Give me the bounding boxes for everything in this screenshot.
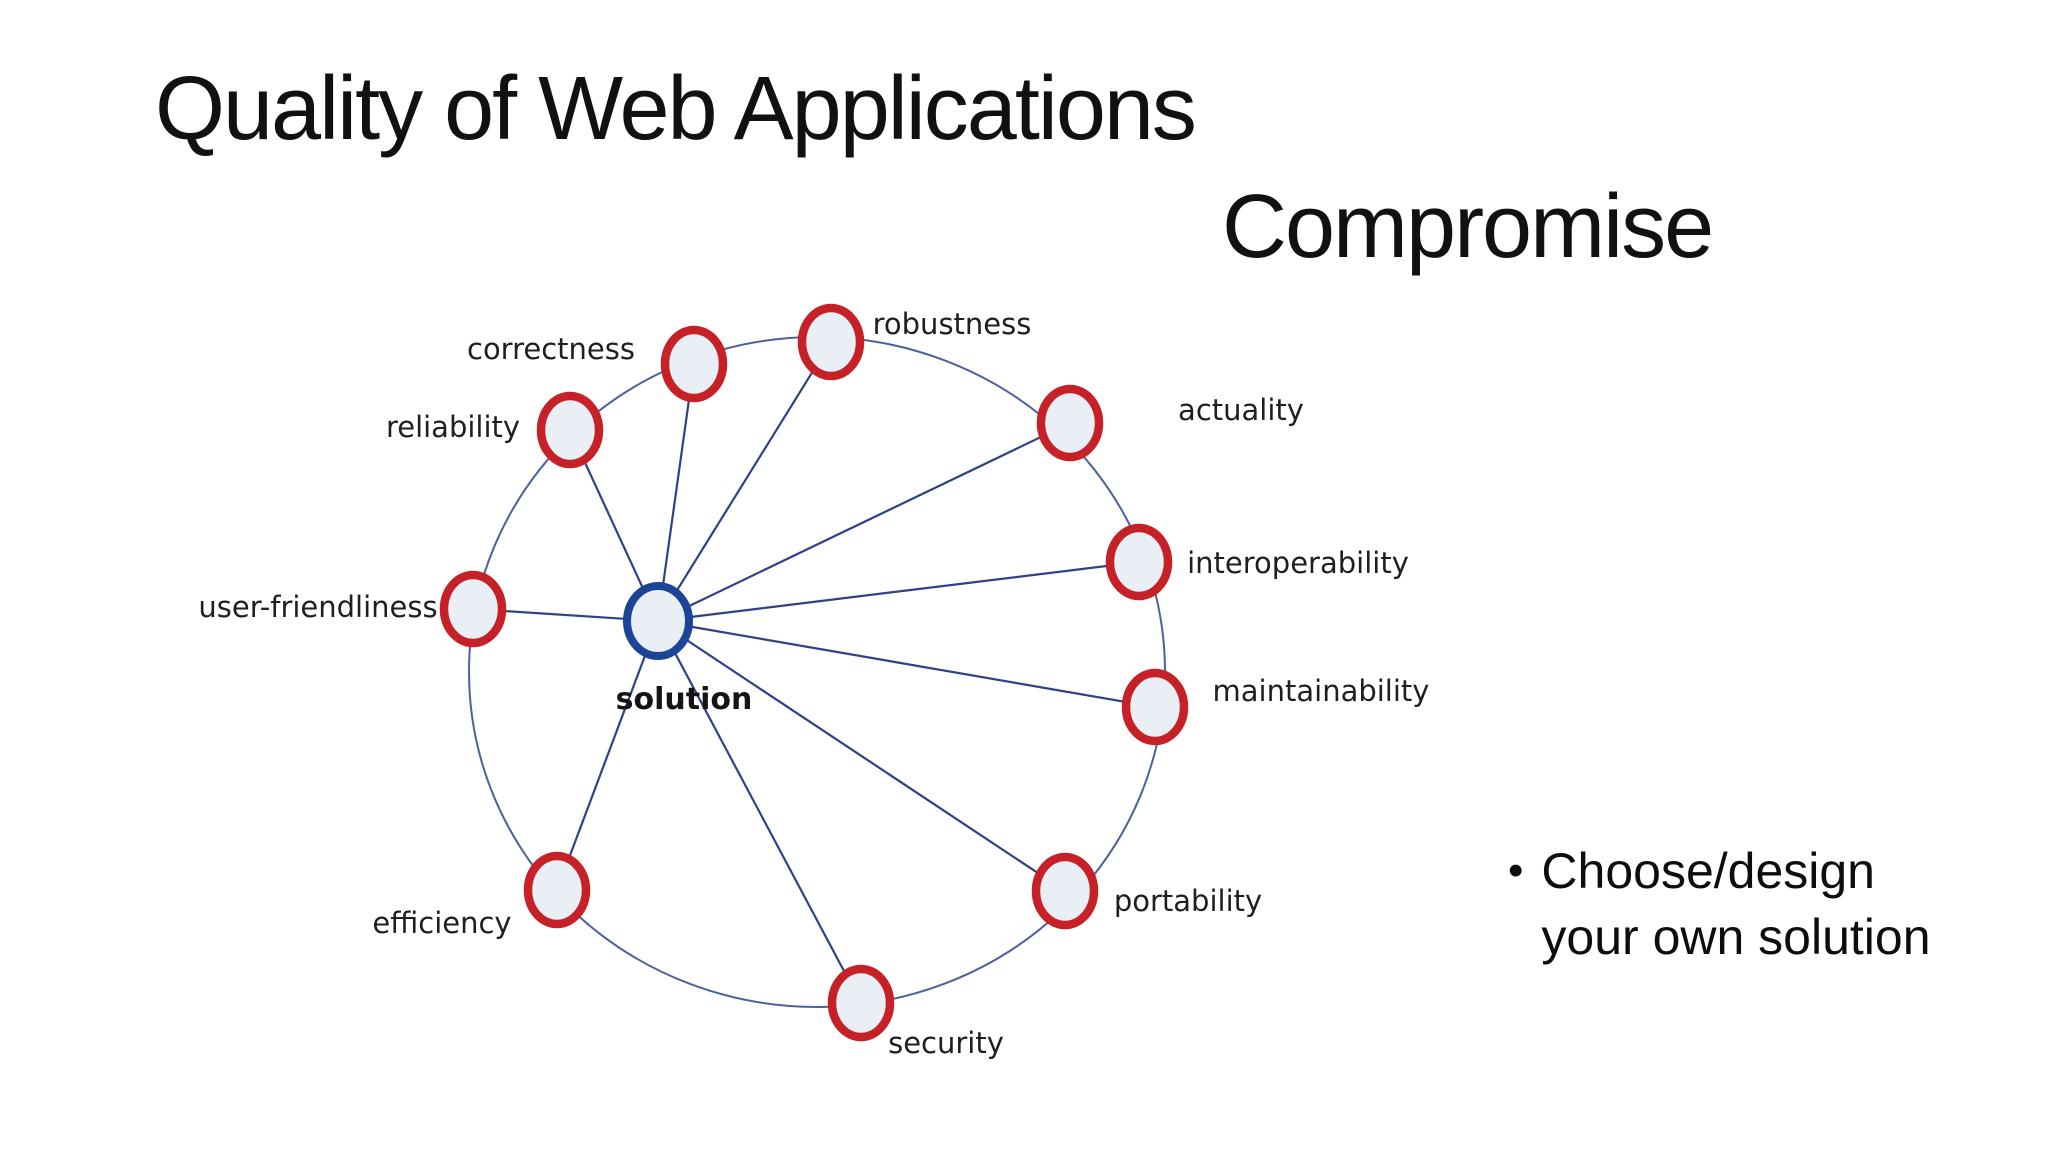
node-efficiency [523,851,591,929]
node-actuality [1036,384,1104,462]
bullet-text-line-2: your own solution [1541,909,1931,965]
node-label-solution: solution [616,682,753,717]
node-reliability [536,391,604,469]
node-label-actuality: actuality [1178,393,1304,427]
edge-solution-robustness [657,341,832,622]
node-label-security: security [888,1026,1004,1060]
edge-solution-correctness [656,363,696,622]
slide-title: Quality of Web Applications [155,59,1197,159]
edge-solution-portability [657,620,1066,892]
node-label-interoperability: interoperability [1187,546,1409,580]
edge-solution-interoperability [657,560,1140,623]
bullet-text-line-1: Choose/design [1541,843,1875,899]
bullet-text: Choose/design your own solution [1541,838,1930,970]
node-maintainability [1121,668,1189,746]
bullet-item: • Choose/design your own solution [1508,838,1931,970]
node-label-reliability: reliability [386,410,520,444]
node-label-correctness: correctness [467,332,635,366]
node-label-robustness: robustness [873,307,1032,341]
node-correctness [660,325,728,403]
bullet-icon: • [1508,846,1524,895]
edge-solution-maintainability [657,619,1156,709]
node-solution [623,582,693,660]
node-label-efficiency: efficiency [372,906,511,940]
node-label-portability: portability [1114,884,1262,918]
edge-solution-actuality [657,422,1071,622]
slide-subtitle: Compromise [1222,177,1714,277]
edge-solution-security [657,620,862,1004]
node-label-maintainability: maintainability [1213,674,1430,708]
node-portability [1031,852,1099,930]
node-interoperability [1105,523,1173,601]
node-user-friendliness [439,570,507,648]
node-security [827,964,895,1042]
edge-solution-efficiency [555,620,660,891]
node-label-user-friendliness: user-friendliness [198,590,437,624]
node-robustness [797,303,865,381]
